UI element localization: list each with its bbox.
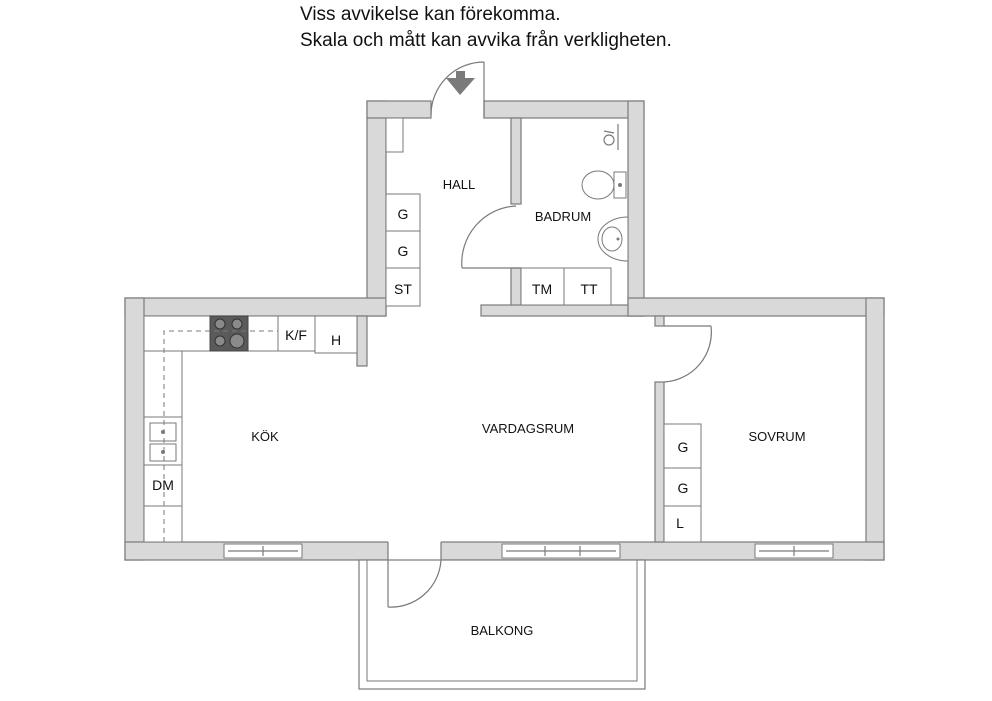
wall-bath-left	[510, 117, 522, 205]
cabinet-bed-g2	[663, 467, 702, 507]
room-label-sovrum: SOVRUM	[748, 429, 805, 444]
room-label-kok: KÖK	[251, 429, 279, 444]
label-bath-tt: TT	[580, 281, 598, 297]
window-kitchen	[223, 543, 303, 559]
wall-top-right	[627, 297, 885, 317]
bathroom-door	[461, 205, 521, 269]
label-kitchen-kf: K/F	[285, 327, 307, 343]
label-bed-g2: G	[678, 480, 689, 496]
room-label-badrum: BADRUM	[535, 209, 591, 224]
notice-line-1: Viss avvikelse kan förekomma.	[300, 4, 561, 25]
balcony-door	[387, 559, 442, 608]
wall-kitchen-stub	[356, 315, 368, 367]
wall-cabinet-line	[163, 330, 278, 542]
label-bath-tm: TM	[532, 281, 552, 297]
wall-hall-top-right	[483, 100, 645, 119]
label-hall-g2: G	[398, 243, 409, 259]
cabinet-kitchen-kf	[277, 315, 316, 352]
bathroom-fixtures: TM TT	[520, 124, 629, 306]
wall-bath-right	[627, 100, 645, 317]
label-hall-st: ST	[394, 281, 412, 297]
bedroom-storage: G G L	[663, 423, 702, 543]
wall-left	[124, 297, 145, 561]
label-bed-g1: G	[678, 439, 689, 455]
window-living	[501, 543, 621, 559]
window-bedroom	[754, 543, 834, 559]
wall-top-left	[124, 297, 387, 317]
kitchen-fixtures: K/F H DM	[143, 315, 358, 543]
wall-hall-left	[366, 100, 387, 317]
washbasin-icon	[597, 216, 629, 262]
wall-bed-left	[654, 381, 665, 543]
balcony	[358, 559, 646, 690]
wall-bed-top-stub	[654, 315, 665, 327]
counter-top-right	[247, 315, 279, 352]
cabinet-kitchen-h	[314, 315, 358, 354]
cabinet-bed-g1	[663, 423, 702, 469]
cabinet-bath-tt	[563, 267, 612, 306]
wall-bath-left-lower	[510, 267, 522, 307]
arrow-down-icon	[446, 71, 475, 95]
label-bed-l: L	[676, 515, 684, 531]
counter-left-top	[143, 350, 183, 418]
room-label-vardagsrum: VARDAGSRUM	[482, 421, 574, 436]
label-kitchen-dm: DM	[152, 477, 174, 493]
balcony-door-opening	[388, 541, 441, 561]
cabinet-hall-st	[385, 267, 421, 307]
shower-icon	[603, 124, 619, 150]
label-kitchen-h: H	[331, 332, 341, 348]
stove-icon	[209, 315, 249, 352]
toilet-icon	[581, 170, 627, 200]
wall-right	[865, 297, 885, 561]
cabinet-bath-tm	[520, 267, 565, 306]
notice-line-2: Skala och mått kan avvika från verklighe…	[300, 30, 672, 51]
windows	[223, 543, 834, 559]
counter-top-left	[143, 315, 211, 352]
wall-hall-top-left	[366, 100, 432, 119]
counter-left-bottom	[143, 505, 183, 543]
wall-bath-bottom	[480, 304, 645, 317]
room-label-hall: HALL	[443, 177, 476, 192]
hall-storage: G G ST	[385, 117, 421, 307]
bedroom-door	[663, 325, 712, 383]
room-label-balkong: BALKONG	[471, 623, 534, 638]
cabinet-kitchen-dm	[143, 464, 183, 507]
sink-icon	[143, 416, 183, 466]
room-labels: HALL BADRUM KÖK VARDAGSRUM SOVRUM BALKON…	[251, 177, 805, 638]
doors	[387, 61, 712, 608]
cabinet-bed-l	[663, 505, 702, 543]
label-hall-g1: G	[398, 206, 409, 222]
hall-shelf	[385, 117, 404, 153]
entrance-door	[430, 61, 485, 118]
